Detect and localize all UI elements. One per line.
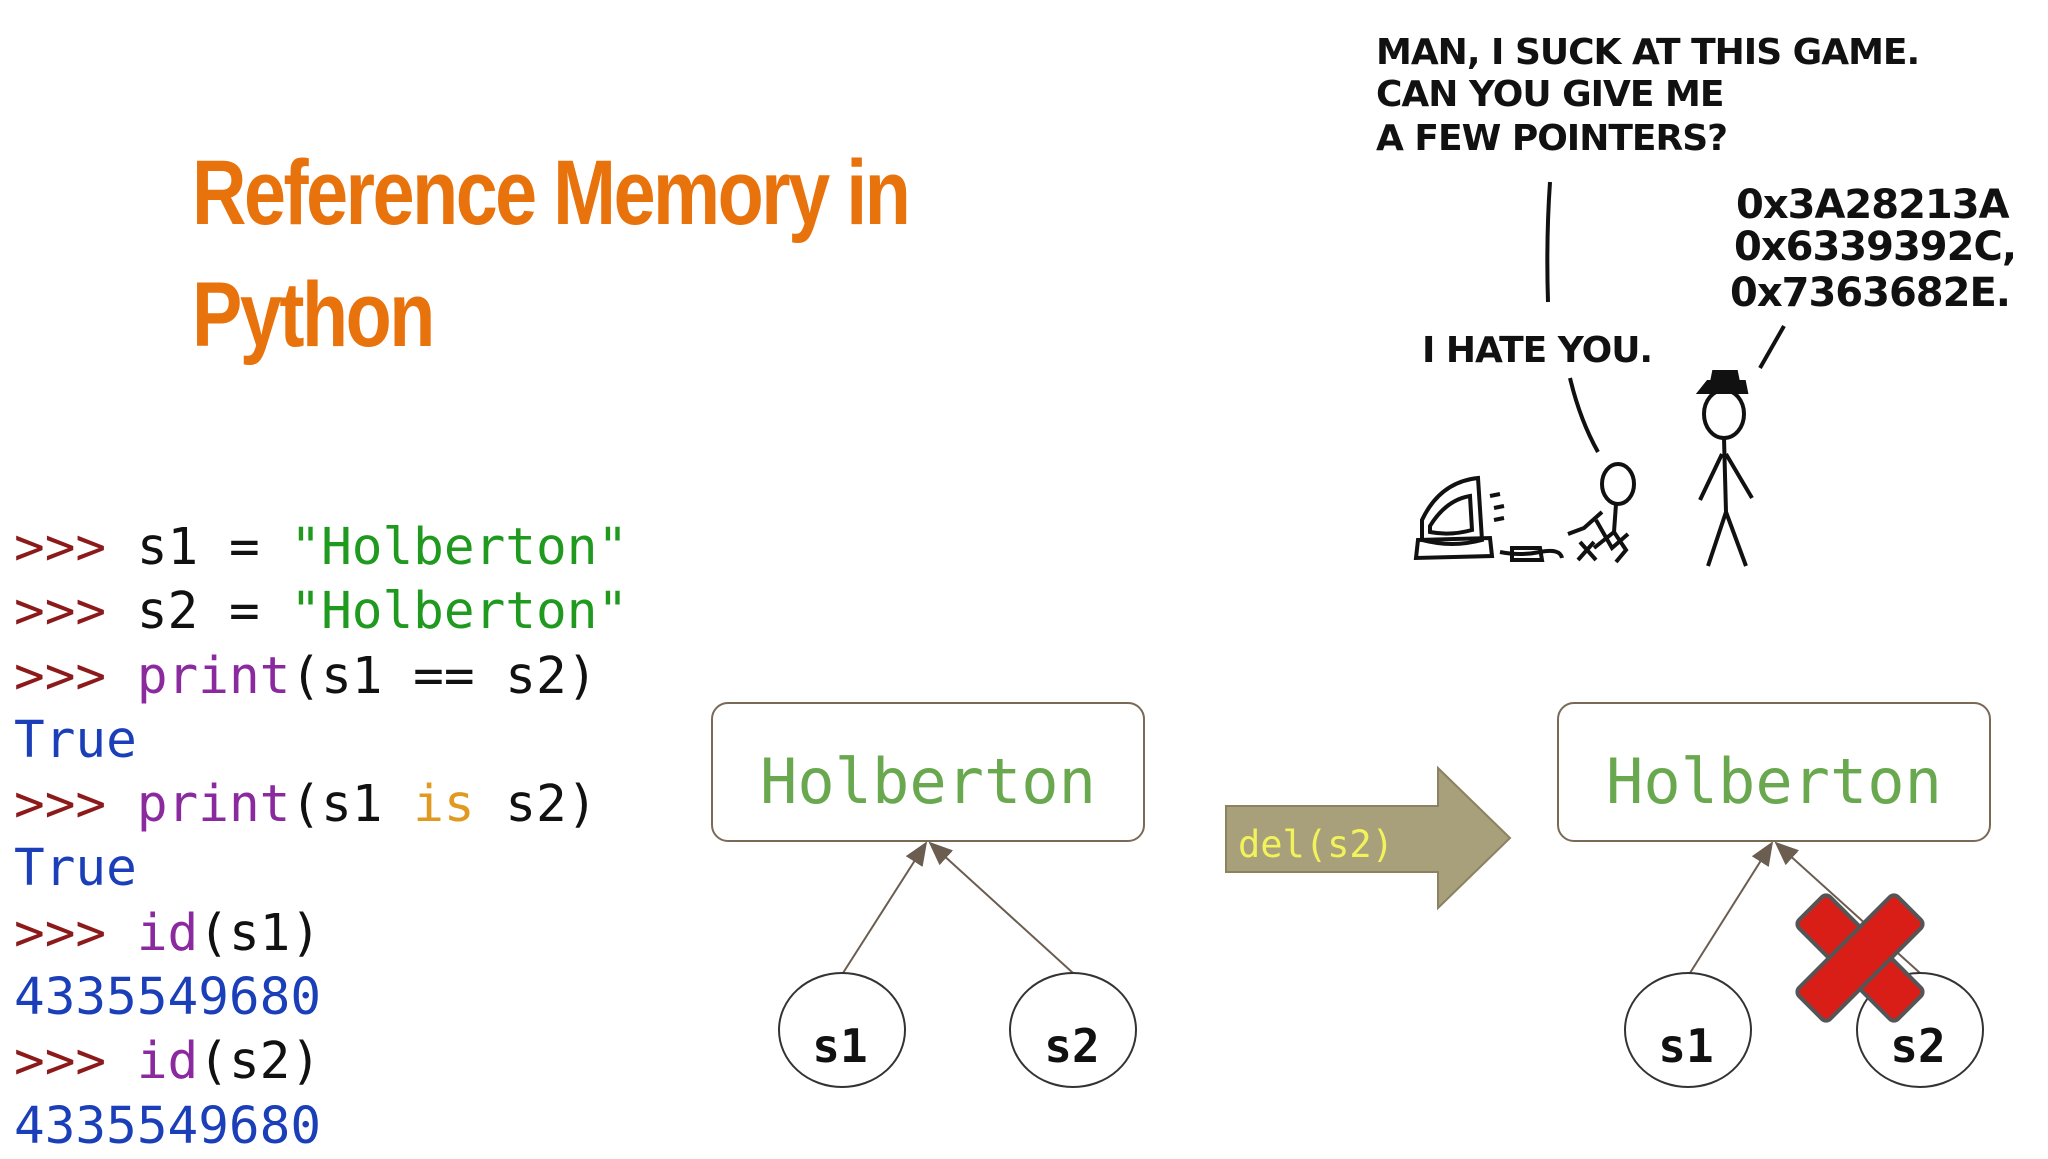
reference-arrow-s1 <box>1689 841 1774 974</box>
console-line: >>> print(s1 is s2) <box>14 773 628 837</box>
speech-text: MAN, I SUCK AT THIS GAME. CAN YOU GIVE M… <box>1376 32 1920 159</box>
object-box <box>1557 702 1991 842</box>
console-token: s2 = <box>136 582 291 642</box>
console-token: >>> <box>14 518 137 577</box>
console-token: 4335549680 <box>14 968 322 1028</box>
variable-label-s1: s1 <box>812 1019 867 1073</box>
variable-node-s1 <box>1624 972 1752 1088</box>
console-token: True <box>14 839 137 899</box>
standing-figure-icon <box>1695 370 1754 567</box>
console-token: 4335549680 <box>14 1096 322 1156</box>
console-token: >>> <box>14 582 137 642</box>
reference-arrow-s1 <box>842 841 928 974</box>
reply-text: 0x3A28213A 0x6339392C, 0x7363682E. <box>1730 182 2017 316</box>
variable-label-s2: s2 <box>1044 1019 1099 1073</box>
console-line: >>> print(s1 == s2) <box>14 645 628 709</box>
speech-line-2: CAN YOU GIVE ME <box>1376 74 1723 115</box>
console-token: >>> <box>14 775 137 835</box>
console-token: >>> <box>14 646 137 706</box>
object-box <box>711 702 1145 842</box>
reply-line-1: 0x3A28213A <box>1736 182 2010 228</box>
console-token: s2) <box>474 775 598 835</box>
speech-pointer-line <box>1545 181 1552 303</box>
computer-icon <box>1413 475 1564 562</box>
del-arrow: del(s2) <box>1225 765 1512 911</box>
console-token: print <box>136 646 291 706</box>
console-line: >>> s2 = "Holberton" <box>14 580 628 644</box>
console-token: is <box>413 775 475 835</box>
slide-title: Reference Memory in Python <box>192 132 930 376</box>
console-token: (s1) <box>198 903 322 963</box>
console-token: True <box>14 710 137 770</box>
del-arrow-label: del(s2) <box>1238 823 1394 866</box>
hate-text: I HATE YOU. <box>1422 330 1652 371</box>
console-token: s1 = <box>136 518 291 577</box>
console-token: "Holberton" <box>290 582 629 642</box>
console-token: (s2) <box>198 1032 322 1092</box>
console-token: print <box>136 775 291 835</box>
console-token: >>> <box>14 1032 137 1092</box>
console-line: 4335549680 <box>14 966 628 1030</box>
title-line-2: Python <box>192 264 435 366</box>
python-console: >>> s1 = "Holberton">>> s2 = "Holberton"… <box>14 516 628 1159</box>
variable-label-s1: s1 <box>1658 1019 1713 1073</box>
variable-label-s2: s2 <box>1890 1019 1945 1073</box>
console-token: >>> <box>14 903 137 963</box>
seated-figure-icon <box>1567 462 1636 564</box>
console-line: >>> id(s1) <box>14 902 628 966</box>
del-arrow-shape <box>1225 765 1512 911</box>
speech-line-1: MAN, I SUCK AT THIS GAME. <box>1376 32 1919 73</box>
console-line: True <box>14 709 628 773</box>
console-token: (s1 == s2) <box>290 646 598 706</box>
console-line: >>> id(s2) <box>14 1030 628 1094</box>
console-token: id <box>136 1032 199 1092</box>
object-label: Holberton <box>1606 745 1942 818</box>
reply-pointer-line <box>1758 325 1786 369</box>
hate-pointer-line <box>1568 377 1600 453</box>
console-line: >>> s1 = "Holberton" <box>14 516 628 580</box>
reply-line-2: 0x6339392C, <box>1734 224 2016 270</box>
console-token: (s1 <box>290 775 414 835</box>
reference-arrow-s2 <box>928 841 1074 974</box>
console-line: True <box>14 837 628 901</box>
right-diagram: Holberton s1 s2 <box>1557 702 1991 1088</box>
variable-node-s1 <box>778 972 906 1088</box>
speech-line-3: A FEW POINTERS? <box>1376 118 1727 159</box>
console-line: 4335549680 <box>14 1095 628 1159</box>
x-icon <box>1795 893 1925 1023</box>
console-token: id <box>136 903 199 963</box>
object-label: Holberton <box>760 745 1096 818</box>
title-line-1: Reference Memory in <box>192 142 911 244</box>
left-diagram: Holberton s1 s2 <box>711 702 1145 1088</box>
console-token: "Holberton" <box>290 518 629 577</box>
variable-node-s2 <box>1009 972 1137 1088</box>
reply-line-3: 0x7363682E. <box>1730 270 2010 316</box>
